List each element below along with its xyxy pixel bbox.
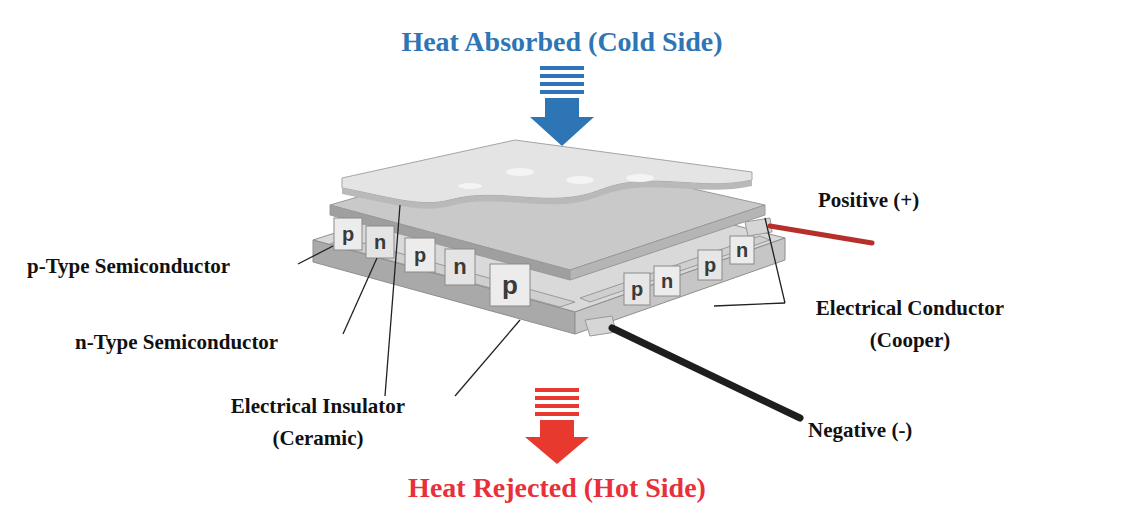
pellet-letter-text: n bbox=[374, 231, 386, 253]
part-label: p-Type Semiconductor bbox=[27, 254, 230, 279]
pellet-letter: n bbox=[453, 254, 466, 280]
pellet-letter: p bbox=[342, 223, 354, 246]
part-label: Electrical Insulator (Ceramic) bbox=[198, 390, 438, 454]
pellet-letter-text: p bbox=[631, 278, 643, 300]
part-label-text: n-Type Semiconductor bbox=[75, 330, 278, 354]
heat-rejected-heading-text: Heat Rejected (Hot Side) bbox=[408, 472, 706, 503]
part-label: n-Type Semiconductor bbox=[75, 330, 278, 355]
pellet-letter-text: n bbox=[661, 270, 673, 292]
leader-lines bbox=[298, 205, 785, 396]
heat-absorbed-heading: Heat Absorbed (Cold Side) bbox=[401, 26, 722, 58]
pellet-letter-text: p bbox=[342, 223, 354, 245]
pellet-letter: p bbox=[704, 254, 716, 277]
terminal-label-text: Positive (+) bbox=[818, 188, 919, 212]
pellet-letter: n bbox=[374, 231, 386, 254]
pellet-letter-text: p bbox=[414, 244, 426, 266]
pellet-letter-text: n bbox=[736, 239, 748, 261]
top-ceramic-plate bbox=[342, 140, 752, 209]
part-label: Electrical Conductor (Cooper) bbox=[780, 292, 1040, 356]
semiconductor-pellets bbox=[334, 218, 754, 306]
pellet-letter-text: p bbox=[704, 254, 716, 276]
terminal-label-text: Negative (-) bbox=[808, 418, 912, 442]
part-label-text: Electrical Conductor (Cooper) bbox=[816, 296, 1004, 352]
pellet-letter: n bbox=[736, 239, 748, 262]
pellet-letter-text: n bbox=[453, 254, 466, 279]
heat-absorbed-heading-text: Heat Absorbed (Cold Side) bbox=[401, 26, 722, 57]
part-label-text: Electrical Insulator (Ceramic) bbox=[231, 394, 405, 450]
pellet-letter: p bbox=[502, 270, 518, 301]
pellet-letter: p bbox=[631, 278, 643, 301]
heat-rejected-heading: Heat Rejected (Hot Side) bbox=[408, 472, 706, 504]
terminal-label: Negative (-) bbox=[808, 418, 912, 443]
pellet-letter: n bbox=[661, 270, 673, 293]
part-label-text: p-Type Semiconductor bbox=[27, 254, 230, 278]
heat-in-arrow bbox=[530, 66, 594, 146]
terminal-label: Positive (+) bbox=[818, 188, 919, 213]
heat-out-arrow bbox=[525, 388, 589, 464]
pellet-letter: p bbox=[414, 244, 426, 267]
pellet-letter-text: p bbox=[502, 270, 518, 300]
